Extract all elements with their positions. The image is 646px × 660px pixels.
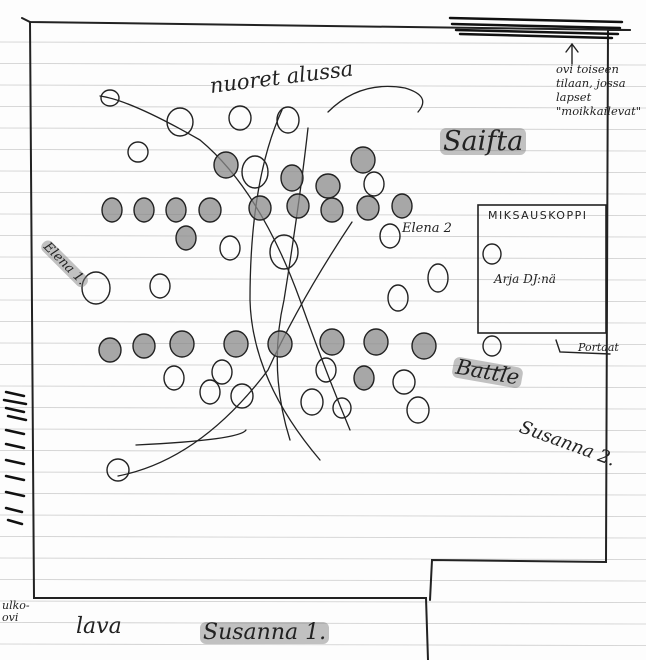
stage-label: lava	[76, 616, 122, 638]
ruled-line	[0, 494, 646, 496]
person-mark	[170, 331, 194, 357]
ruled-line	[0, 472, 646, 474]
person-mark	[229, 106, 251, 130]
person-mark	[301, 389, 323, 415]
ruled-line	[0, 408, 646, 410]
ruled-line	[0, 386, 646, 388]
person-mark	[176, 226, 196, 250]
ruled-line	[0, 107, 646, 109]
person-mark	[321, 198, 343, 222]
ruled-line	[0, 85, 646, 87]
mixing-booth-names: Arja DJ:nä	[494, 268, 556, 290]
person-mark	[167, 108, 193, 136]
person-mark	[392, 194, 412, 218]
person-mark	[268, 331, 292, 357]
ruled-line	[0, 128, 646, 130]
person-mark	[249, 196, 271, 220]
person-mark	[316, 174, 340, 198]
person-mark	[134, 198, 154, 222]
ruled-line	[0, 558, 646, 560]
person-mark	[428, 264, 448, 292]
person-mark	[99, 338, 121, 362]
ruled-line	[0, 236, 646, 238]
door-note: ovi toiseen tilaan, jossa lapset "moikka…	[556, 62, 636, 118]
ruled-line	[0, 171, 646, 173]
performer-label-elena-2: Elena 2	[402, 222, 452, 235]
person-mark	[364, 172, 384, 196]
person-mark	[150, 274, 170, 298]
person-mark	[200, 380, 220, 404]
person-mark	[199, 198, 221, 222]
person-mark	[166, 198, 186, 222]
ruled-line	[0, 580, 646, 582]
person-mark	[354, 366, 374, 390]
ruled-line	[0, 322, 646, 324]
person-mark	[287, 194, 309, 218]
person-mark	[270, 235, 298, 269]
mixing-booth-title: MIKSAUSKOPPI	[488, 210, 587, 221]
exit-door-label: ulko-ovi	[2, 600, 24, 624]
person-mark	[351, 147, 375, 173]
performer-label-susanna-1: Susanna 1.	[200, 622, 329, 644]
person-mark	[128, 142, 148, 162]
stairs-label: Portaat	[578, 342, 619, 353]
person-mark	[407, 397, 429, 423]
person-mark	[393, 370, 415, 394]
ruled-line	[0, 42, 646, 44]
person-mark	[412, 333, 436, 359]
person-mark	[133, 334, 155, 358]
person-mark	[107, 459, 129, 481]
person-mark	[224, 331, 248, 357]
person-mark	[281, 165, 303, 191]
person-mark	[212, 360, 232, 384]
person-mark	[220, 236, 240, 260]
performer-label-saifta: Saifta	[440, 128, 526, 155]
person-mark	[483, 244, 501, 264]
person-mark	[102, 198, 122, 222]
ruled-line	[0, 257, 646, 259]
ruled-line	[0, 150, 646, 152]
person-mark	[357, 196, 379, 220]
person-mark	[214, 152, 238, 178]
person-mark	[320, 329, 344, 355]
ruled-line	[0, 537, 646, 539]
movement-arrows	[100, 86, 423, 476]
ruled-line	[0, 451, 646, 453]
person-mark	[483, 336, 501, 356]
person-mark	[231, 384, 253, 408]
ruled-line	[0, 365, 646, 367]
person-mark	[388, 285, 408, 311]
ruled-line	[0, 601, 646, 603]
person-mark	[364, 329, 388, 355]
ruled-line	[0, 300, 646, 302]
ruled-line	[0, 515, 646, 517]
person-mark	[277, 107, 299, 133]
